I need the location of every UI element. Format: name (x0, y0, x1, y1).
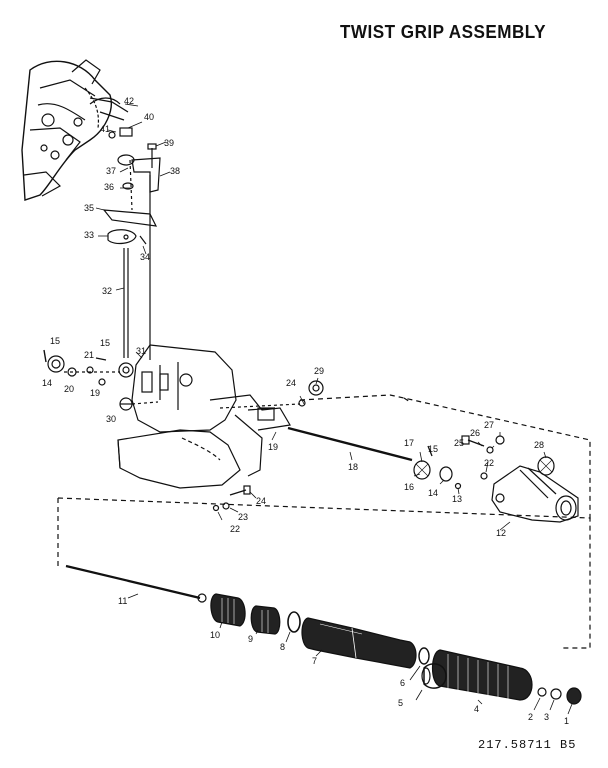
callout-labels: 42 40 41 39 37 38 36 35 33 34 32 15 15 2… (42, 96, 569, 726)
callout-3: 3 (544, 712, 549, 722)
callout-19-mid: 19 (268, 442, 278, 452)
callout-21: 21 (84, 350, 94, 360)
lower-housing (117, 344, 291, 489)
part-10-roller (210, 593, 246, 627)
callout-19-left: 19 (90, 388, 100, 398)
callout-37: 37 (106, 166, 116, 176)
callout-31: 31 (136, 346, 146, 356)
callout-12: 12 (496, 528, 506, 538)
callout-23: 23 (238, 512, 248, 522)
callout-36: 36 (104, 182, 114, 192)
callout-8: 8 (280, 642, 285, 652)
callout-20: 20 (64, 384, 74, 394)
callout-17: 17 (404, 438, 414, 448)
leader-lines (95, 103, 573, 715)
callout-18: 18 (348, 462, 358, 472)
callout-40: 40 (144, 112, 154, 122)
callout-1: 1 (564, 716, 569, 726)
callout-27: 27 (484, 420, 494, 430)
callout-2: 2 (528, 712, 533, 722)
callout-38: 38 (170, 166, 180, 176)
callout-39: 39 (164, 138, 174, 148)
callout-30: 30 (106, 414, 116, 424)
part-32-rod (123, 159, 151, 360)
callout-24-top: 24 (286, 378, 296, 388)
part-9-roller (250, 605, 281, 635)
callout-16: 16 (404, 482, 414, 492)
diagram-title: TWIST GRIP ASSEMBLY (340, 22, 547, 42)
callout-14-left: 14 (42, 378, 52, 388)
callout-28: 28 (534, 440, 544, 450)
callout-11: 11 (118, 596, 127, 606)
callout-22-bottom: 22 (230, 524, 240, 534)
callout-33: 33 (84, 230, 94, 240)
callout-15-right: 15 (428, 444, 438, 454)
callout-9: 9 (248, 634, 253, 644)
callout-14-right: 14 (428, 488, 438, 498)
callout-41: 41 (100, 124, 110, 134)
callout-35: 35 (84, 203, 94, 213)
callout-25: 25 (454, 438, 464, 448)
callout-22-right: 22 (484, 458, 494, 468)
part-12-housing (491, 465, 579, 523)
callout-15-mid: 15 (100, 338, 110, 348)
callout-4: 4 (474, 704, 479, 714)
callout-15-left: 15 (50, 336, 60, 346)
callout-6: 6 (400, 678, 405, 688)
callout-13: 13 (452, 494, 462, 504)
callout-7: 7 (312, 656, 317, 666)
callout-10: 10 (210, 630, 220, 640)
callout-29: 29 (314, 366, 324, 376)
callout-42: 42 (124, 96, 134, 106)
callout-34: 34 (140, 252, 150, 262)
part-7-sleeve (301, 617, 417, 669)
engine-casting (21, 59, 129, 201)
callout-32: 32 (102, 286, 112, 296)
drawing-code: 217.58711 B5 (478, 738, 577, 752)
callout-5: 5 (398, 698, 403, 708)
callout-24-bottom: 24 (256, 496, 266, 506)
callout-26: 26 (470, 428, 480, 438)
part-4-grip (431, 649, 533, 701)
